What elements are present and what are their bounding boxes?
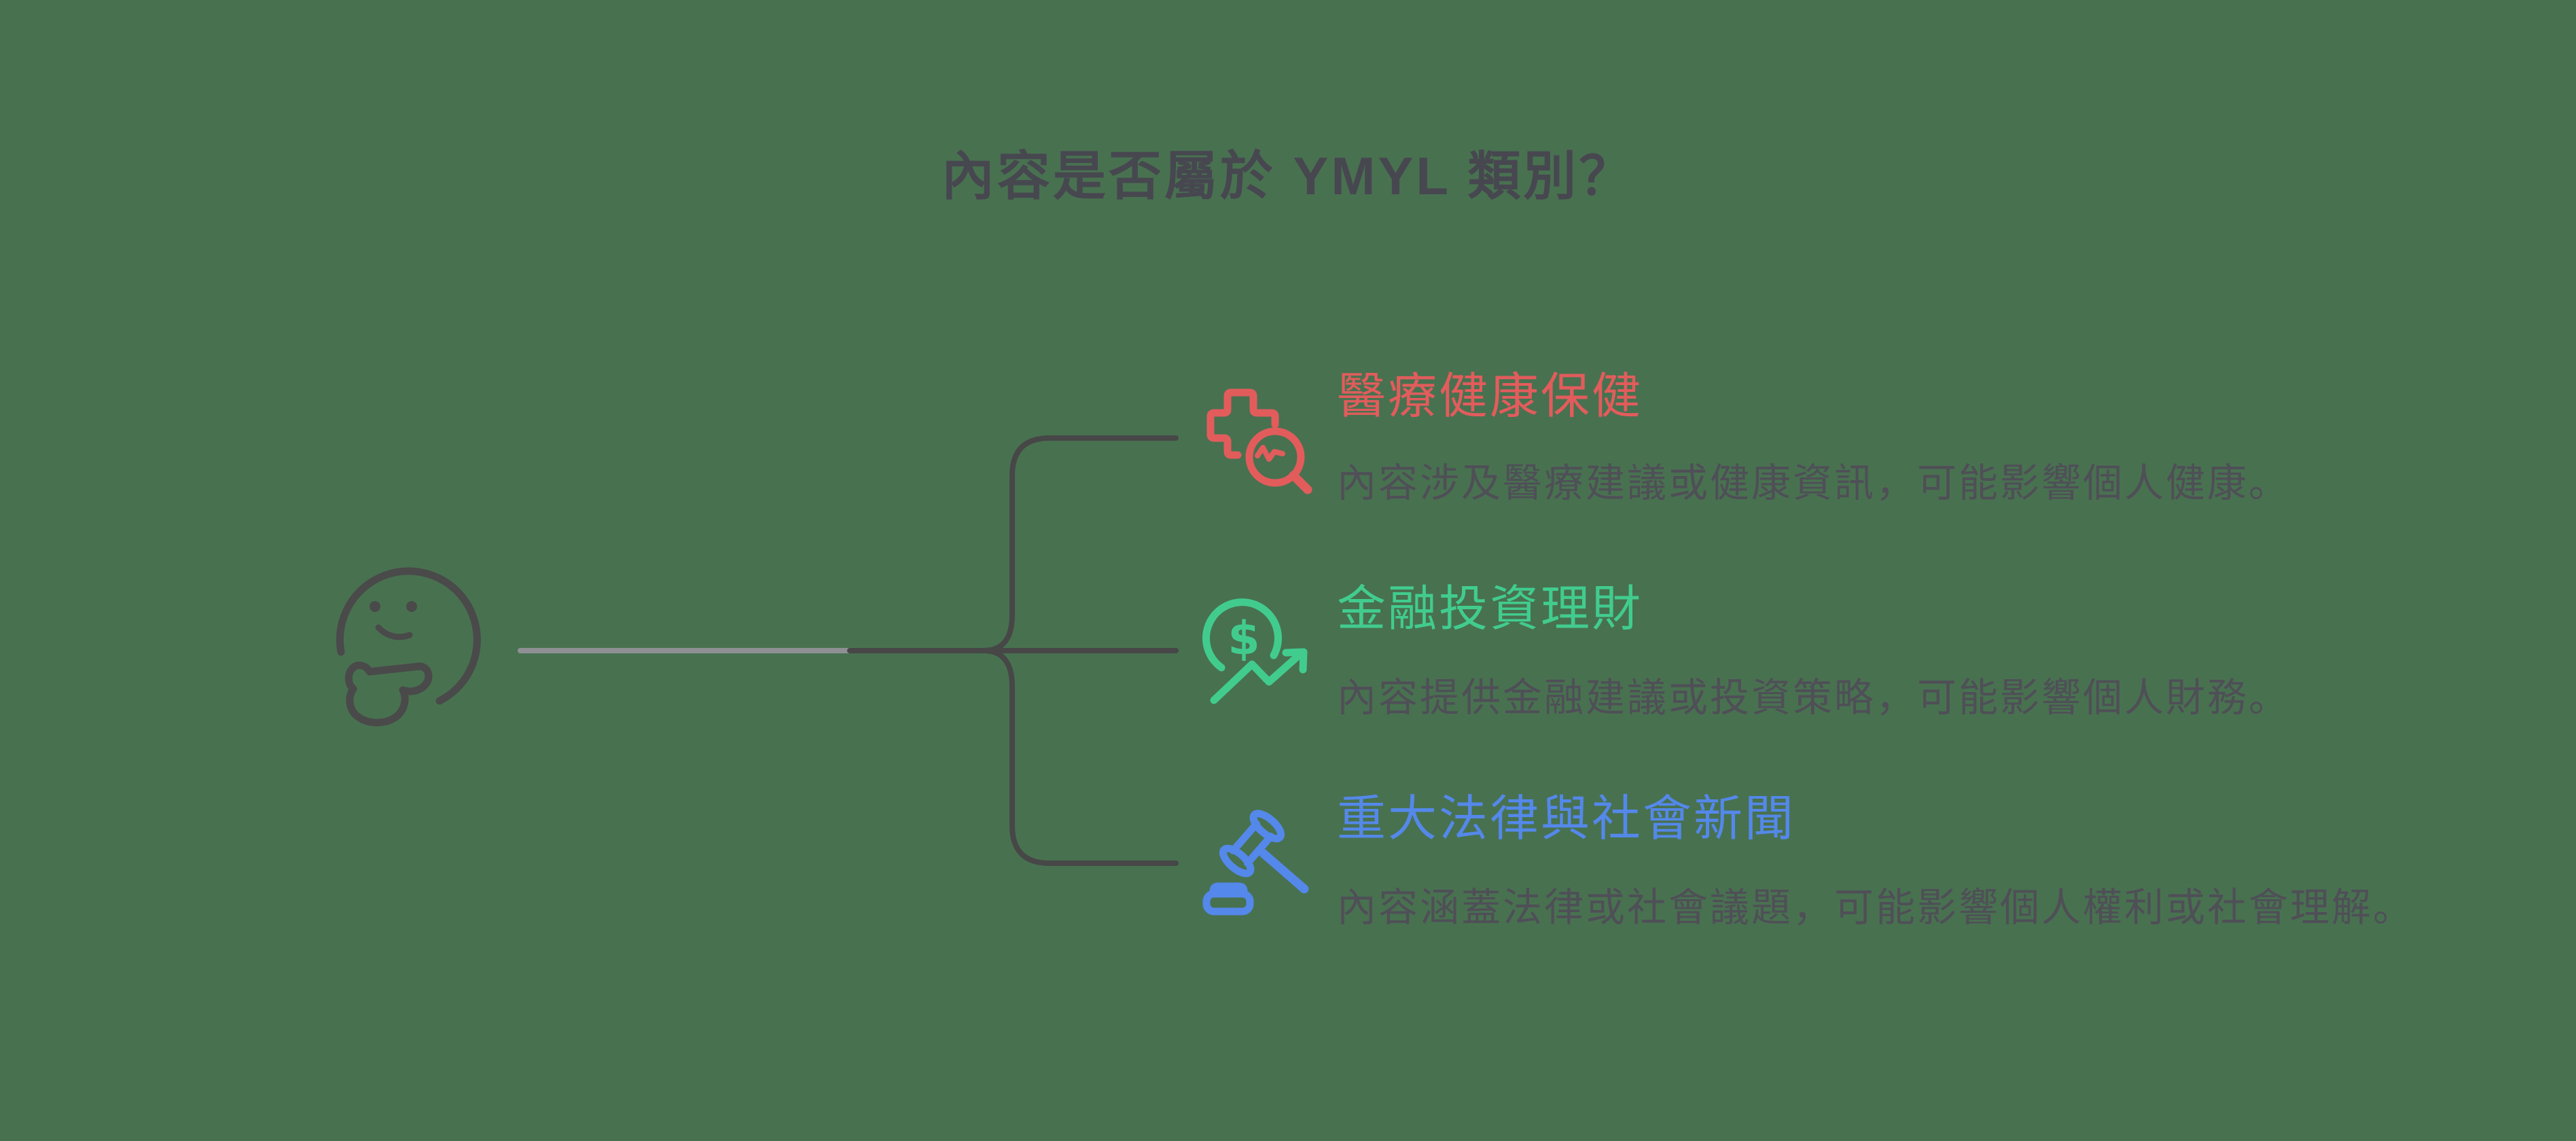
branch-line-medical [981, 435, 1179, 653]
branch-description-medical: 內容涉及醫療建議或健康資訊，可能影響個人健康。 [1337, 461, 2291, 505]
sound-block-base [1202, 890, 1254, 916]
gavel-handle [1259, 848, 1309, 894]
thinking-hand [344, 662, 433, 727]
gavel-head-cap-top [1249, 810, 1285, 843]
dollar-trend-up-icon: $ [1202, 598, 1308, 704]
gavel-head-sides [1229, 820, 1275, 867]
thinking-face-icon [336, 567, 481, 727]
pulse-line [1255, 445, 1285, 462]
branch-title-finance: 金融投資理財 [1337, 582, 1643, 636]
dollar-sign: $ [1228, 612, 1259, 666]
trend-arrowhead [1282, 648, 1308, 674]
branch-description-legal: 內容涵蓋法律或社會議題，可能影響個人權利或社會理解。 [1337, 886, 2415, 930]
medical-cross [1206, 388, 1279, 459]
branch-line-legal [981, 648, 1179, 866]
gavel-icon [1202, 810, 1309, 916]
trend-zigzag [1210, 651, 1304, 704]
gavel-head-cap-bottom [1219, 844, 1255, 877]
frown-mouth [375, 624, 413, 640]
diagram-title: 內容是否屬於 YMYL 類別？ [941, 146, 1635, 206]
connector-lines [518, 435, 1179, 866]
magnifier-lens [1245, 427, 1305, 487]
right-eye [406, 601, 417, 612]
branch-description-finance: 內容提供金融建議或投資策略，可能影響個人財務。 [1337, 676, 2291, 720]
magnifier-handle [1289, 471, 1312, 494]
branch-title-legal: 重大法律與社會新聞 [1337, 792, 1796, 846]
medical-cross-magnifier-icon [1206, 388, 1312, 494]
face-outline [336, 567, 481, 705]
coin-circle [1202, 598, 1282, 672]
sound-block-top [1209, 882, 1248, 898]
left-eye [370, 601, 380, 612]
branch-title-medical: 醫療健康保健 [1337, 369, 1643, 424]
